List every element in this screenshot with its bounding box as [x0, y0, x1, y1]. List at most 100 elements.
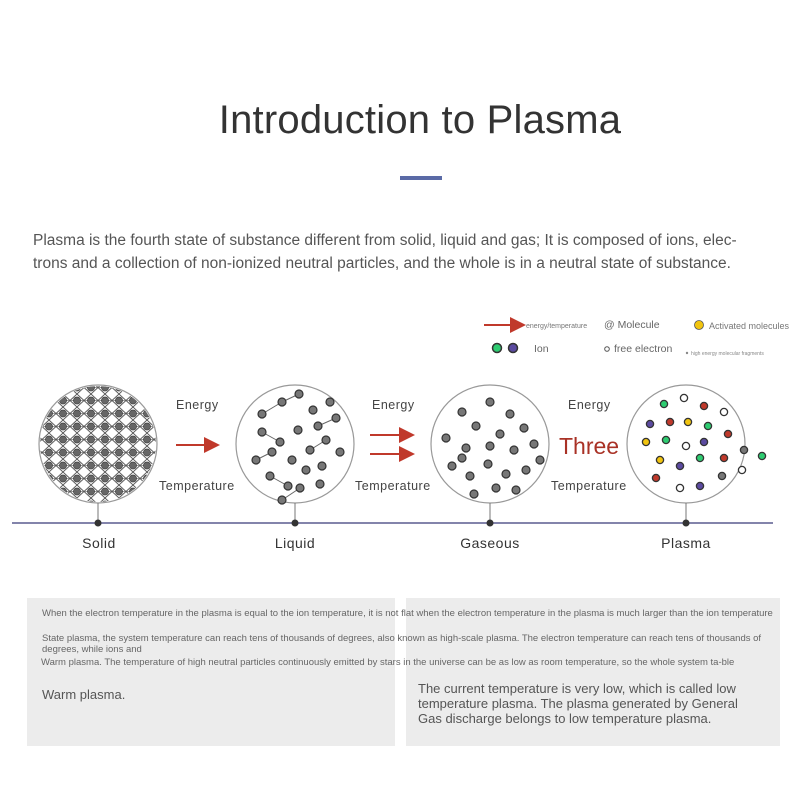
energy-label-3: Energy	[568, 398, 611, 412]
plasma-particle	[723, 429, 733, 439]
plasma-particle	[641, 437, 651, 447]
liquid-molecule	[257, 409, 267, 419]
timeline-markers	[94, 503, 690, 527]
plasma-particle	[717, 471, 727, 481]
temperature-label-2: Temperature	[355, 479, 431, 493]
gas-molecule	[491, 483, 501, 493]
fragment-icon	[685, 351, 689, 355]
plasma-particle	[661, 435, 671, 445]
plasma-particle	[665, 417, 675, 427]
note-panel-left	[27, 598, 395, 746]
ion-icon-purple	[507, 342, 519, 354]
plasma-particle	[695, 481, 705, 491]
ion-icon-green	[491, 342, 503, 354]
free-electron-icon	[604, 346, 610, 352]
plasma-particle	[655, 455, 665, 465]
note-line-2: State plasma, the system temperature can…	[42, 633, 762, 655]
plasma-particle	[683, 417, 693, 427]
plasma-particle	[659, 399, 669, 409]
gas-molecule	[529, 439, 539, 449]
liquid-molecule	[321, 435, 331, 445]
states-of-matter-diagram: energy/temperature @ Molecule Activated …	[12, 317, 790, 551]
liquid-molecule	[251, 455, 261, 465]
gas-molecule	[485, 397, 495, 407]
liquid-molecule	[308, 405, 318, 415]
plasma-particle	[651, 473, 661, 483]
plasma-particle	[675, 483, 685, 493]
note-right-text: The current temperature is very low, whi…	[418, 681, 738, 726]
liquid-molecule	[294, 389, 304, 399]
gas-molecule	[469, 489, 479, 499]
note-panel-right	[406, 598, 780, 746]
gas-molecule	[471, 421, 481, 431]
liquid-molecule	[283, 481, 293, 491]
liquid-molecule	[325, 397, 335, 407]
state-label-liquid: Liquid	[275, 535, 315, 551]
liquid-molecule	[305, 445, 315, 455]
legend-free-electron: free electron	[614, 343, 673, 355]
state-label-solid: Solid	[82, 535, 116, 551]
gas-molecule	[511, 485, 521, 495]
plasma-particle	[645, 419, 655, 429]
legend-activated-molecules: Activated molecules	[709, 321, 790, 331]
plasma-particle	[719, 407, 729, 417]
gas-molecule	[509, 445, 519, 455]
gas-molecule	[447, 461, 457, 471]
liquid-particles	[251, 389, 345, 505]
liquid-molecule	[293, 425, 303, 435]
state-label-gaseous: Gaseous	[460, 535, 520, 551]
legend: energy/temperature @ Molecule Activated …	[484, 317, 790, 357]
plasma-particle	[695, 453, 705, 463]
gas-molecule	[519, 423, 529, 433]
gas-molecule	[495, 429, 505, 439]
legend-molecule: @ Molecule	[604, 319, 660, 331]
plasma-particle	[757, 451, 767, 461]
liquid-molecule	[335, 447, 345, 457]
note-left-text: Warm plasma.	[42, 687, 126, 702]
gas-molecule	[521, 465, 531, 475]
gas-molecule	[485, 441, 495, 451]
state-label-plasma: Plasma	[661, 535, 711, 551]
gas-molecule	[483, 459, 493, 469]
plasma-particle	[681, 441, 691, 451]
gas-molecule	[457, 453, 467, 463]
page-title: Introduction to Plasma	[218, 98, 622, 142]
legend-ion: Ion	[534, 343, 549, 355]
transition-gaseous-plasma: Energy Three Temperature	[551, 398, 627, 493]
plasma-particle	[739, 445, 749, 455]
legend-fragments: high energy molecular fragments	[691, 351, 764, 357]
gas-particles	[441, 397, 545, 499]
plasma-particle	[699, 437, 709, 447]
gas-molecule	[501, 469, 511, 479]
liquid-molecule	[265, 471, 275, 481]
liquid-molecule	[313, 421, 323, 431]
plasma-particle	[737, 465, 747, 475]
plasma-particle	[703, 421, 713, 431]
gas-molecule	[457, 407, 467, 417]
liquid-molecule	[257, 427, 267, 437]
liquid-molecule	[277, 397, 287, 407]
temperature-label-3: Temperature	[551, 479, 627, 493]
liquid-circle	[235, 384, 355, 504]
solid-lattice	[40, 386, 156, 502]
liquid-molecule	[331, 413, 341, 423]
gas-molecule	[465, 471, 475, 481]
gas-molecule	[441, 433, 451, 443]
activated-molecule-icon	[694, 320, 704, 330]
temperature-label-1: Temperature	[159, 479, 235, 493]
liquid-molecule	[295, 483, 305, 493]
plasma-particle	[719, 453, 729, 463]
liquid-molecule	[315, 479, 325, 489]
energy-label-1: Energy	[176, 398, 219, 412]
plasma-particle	[675, 461, 685, 471]
liquid-molecule	[275, 437, 285, 447]
liquid-molecule	[287, 455, 297, 465]
liquid-molecule	[277, 495, 287, 505]
plasma-particles	[641, 393, 767, 493]
transition-solid-liquid: Energy Temperature	[159, 398, 235, 493]
title-underline	[400, 176, 442, 180]
gas-molecule	[505, 409, 515, 419]
liquid-molecule	[301, 465, 311, 475]
legend-energy-temperature: energy/temperature	[526, 323, 587, 330]
note-line-1: When the electron temperature in the pla…	[42, 608, 773, 619]
